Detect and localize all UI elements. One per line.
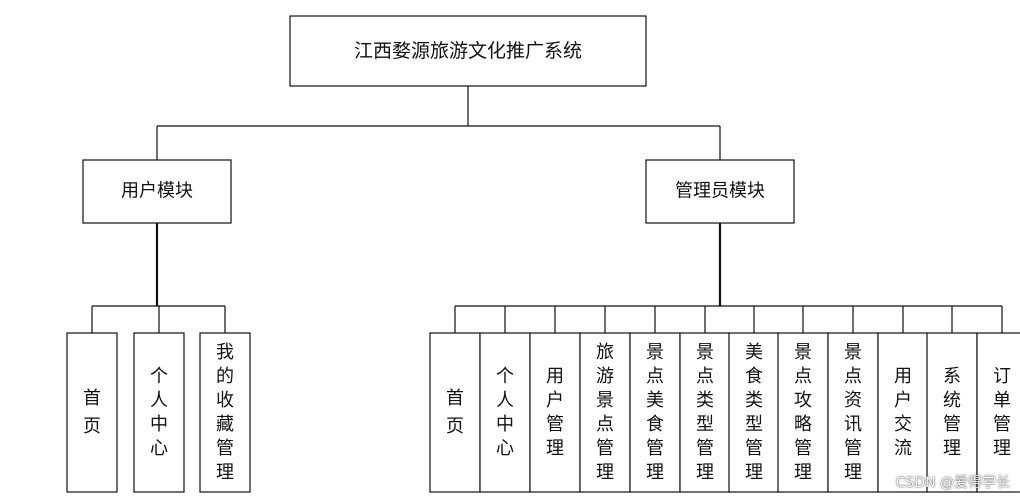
leaf-node: 系统管理 (926, 332, 978, 493)
leaf-node: 景点美食管理 (629, 332, 681, 493)
leaf-node: 用户管理 (529, 332, 581, 493)
leaf-box (976, 332, 1020, 493)
leaf-label: 用户交流 (894, 366, 912, 459)
leaf-box (66, 332, 118, 493)
root-label: 江西婺源旅游文化推广系统 (354, 40, 582, 62)
leaf-node: 首页 (429, 332, 481, 493)
watermark: CSDN @爱得学长 (895, 475, 1010, 491)
leaf-node: 美食类型管理 (728, 332, 780, 493)
leaf-node: 旅游景点管理 (579, 332, 631, 493)
leaf-label: 个人中心 (496, 366, 514, 459)
module-node-user: 用户模块 (82, 159, 232, 224)
leaf-box (133, 332, 185, 493)
leaf-box (679, 332, 731, 493)
leaf-label: 订单管理 (993, 366, 1011, 459)
leaf-box (479, 332, 531, 493)
leaf-label: 系统管理 (943, 366, 961, 459)
leaf-node: 景点类型管理 (679, 332, 731, 493)
connector-lines (91, 86, 1003, 333)
root-node: 江西婺源旅游文化推广系统 (289, 15, 647, 87)
module-label-admin: 管理员模块 (675, 181, 765, 202)
leaf-label: 景点美食管理 (646, 342, 664, 483)
leaf-label: 个人中心 (150, 366, 168, 459)
leaf-box (926, 332, 978, 493)
leaf-nodes: 首页 个人中心 我的收藏管理 首页 个人中心 用户管理 旅游景点管理 景点美食管理 景点类型管理… (66, 332, 1020, 493)
leaf-box (579, 332, 631, 493)
leaf-label: 景点资讯管理 (844, 342, 862, 483)
leaf-node: 用户交流 (877, 332, 929, 493)
leaf-label: 景点攻略管理 (794, 342, 812, 483)
leaf-box (199, 332, 251, 493)
leaf-node: 首页 (66, 332, 118, 493)
leaf-box (429, 332, 481, 493)
leaf-node: 我的收藏管理 (199, 332, 251, 493)
leaf-label: 景点类型管理 (696, 342, 714, 483)
leaf-label: 首页 (446, 388, 464, 437)
leaf-node: 景点攻略管理 (777, 332, 829, 493)
module-node-admin: 管理员模块 (645, 159, 795, 224)
leaf-label: 美食类型管理 (745, 342, 763, 483)
leaf-node: 个人中心 (133, 332, 185, 493)
leaf-box (529, 332, 581, 493)
module-label-user: 用户模块 (121, 181, 193, 202)
leaf-node: 景点资讯管理 (827, 332, 879, 493)
leaf-node: 个人中心 (479, 332, 531, 493)
leaf-label: 首页 (83, 388, 101, 437)
leaf-label: 旅游景点管理 (596, 342, 614, 483)
leaf-label: 用户管理 (546, 366, 564, 459)
leaf-box (827, 332, 879, 493)
leaf-node: 订单管理 (976, 332, 1020, 493)
leaf-box (877, 332, 929, 493)
leaf-label: 我的收藏管理 (216, 342, 234, 483)
